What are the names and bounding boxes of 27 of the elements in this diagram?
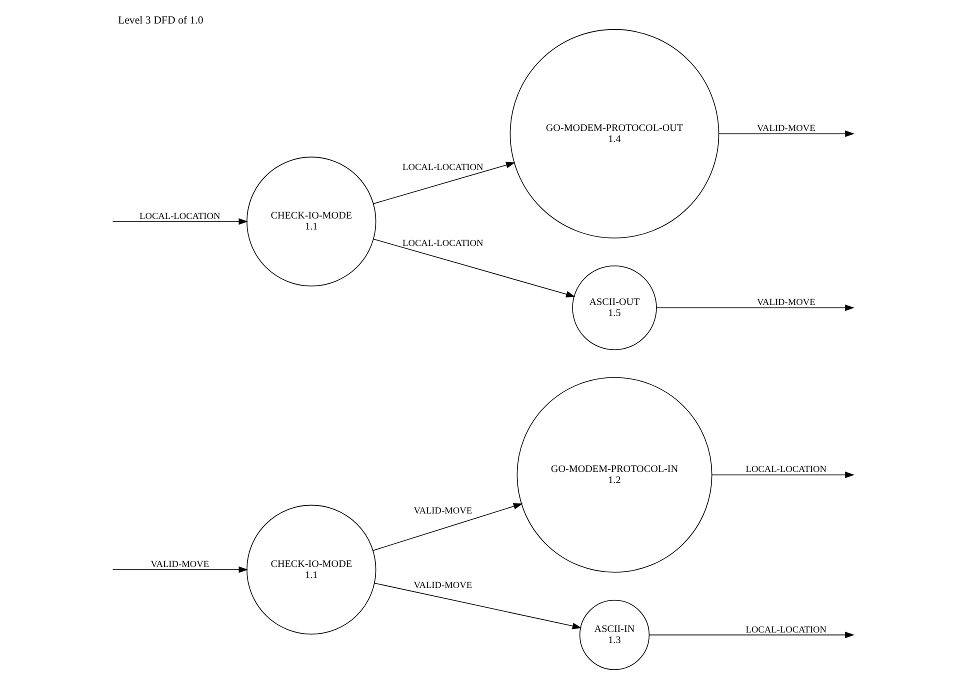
edge-label: VALID-MOVE <box>756 124 816 134</box>
edge-label: LOCAL-LOCATION <box>746 625 826 636</box>
edge-label: LOCAL-LOCATION <box>140 212 220 222</box>
arrow <box>718 130 854 137</box>
arrow <box>112 218 248 225</box>
arrow <box>374 582 582 630</box>
arrow <box>711 472 854 478</box>
node-circle: GO-MODEM-PROTOCOL-OUT 1.4 <box>510 29 720 238</box>
edge-label: LOCAL-LOCATION <box>402 239 484 250</box>
node-circle: GO-MODEM-PROTOCOL-IN 1.2 <box>516 377 712 573</box>
edge-label: VALID-MOVE <box>756 298 816 308</box>
node-circle: CHECK-IO-MODE 1.1 <box>246 504 376 634</box>
arrow <box>372 503 523 551</box>
node-circle: ASCII-OUT 1.5 <box>572 265 657 350</box>
arrow <box>372 162 516 204</box>
arrow <box>656 304 854 312</box>
diagram-title: Level 3 DFD of 1.0 <box>118 14 204 26</box>
edge-label: VALID-MOVE <box>414 580 472 591</box>
edge-label: LOCAL-LOCATION <box>746 465 826 476</box>
arrow <box>112 566 248 573</box>
node-circle: ASCII-IN 1.3 <box>579 600 650 670</box>
arrow <box>648 632 854 638</box>
arrow <box>373 238 576 298</box>
edge-label: LOCAL-LOCATION <box>402 162 484 173</box>
edge-label: VALID-MOVE <box>414 506 472 516</box>
edge-label: VALID-MOVE <box>150 560 210 570</box>
node-circle: CHECK-IO-MODE 1.1 <box>246 156 376 286</box>
